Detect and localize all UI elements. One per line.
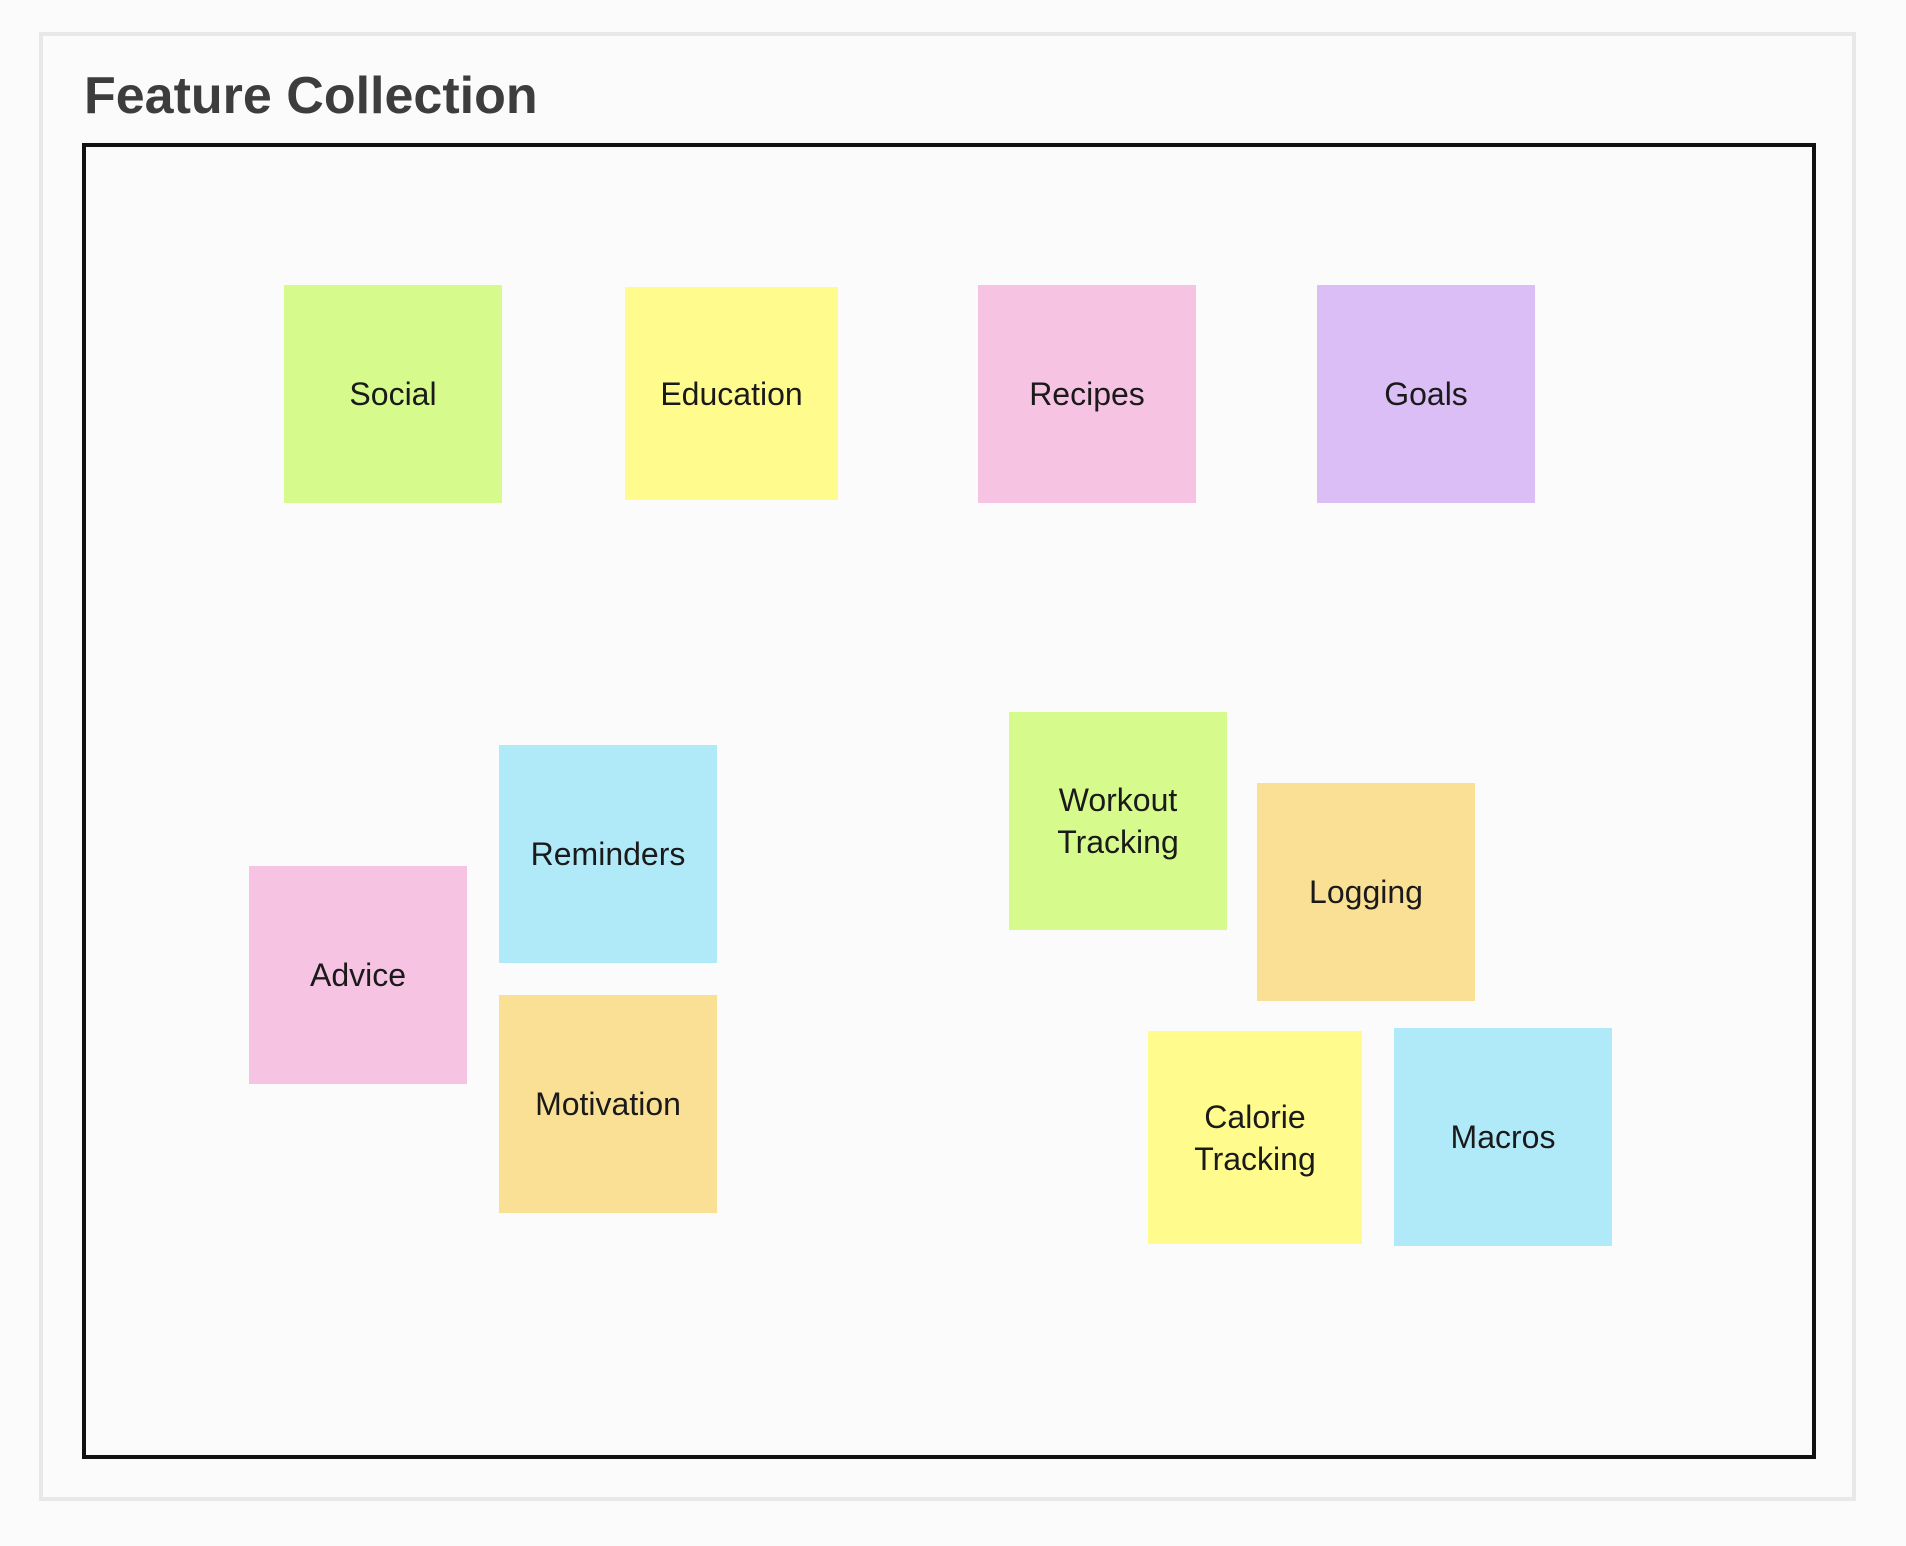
sticky-note-label: Workout Tracking [1057,782,1179,860]
sticky-note-logging[interactable]: Logging [1257,783,1475,1001]
sticky-note-label: Logging [1309,874,1423,910]
sticky-note-label: Recipes [1029,376,1145,412]
sticky-note-motivation[interactable]: Motivation [499,995,717,1213]
sticky-note-label: Macros [1450,1119,1556,1155]
sticky-note-label: Education [660,375,803,412]
sticky-note-reminders[interactable]: Reminders [499,745,717,963]
sticky-note-calorie-tracking[interactable]: Calorie Tracking [1148,1031,1362,1244]
sticky-note-social[interactable]: Social [284,285,502,503]
sticky-note-label: Social [349,376,437,412]
sticky-note-label: Advice [309,957,407,993]
sticky-note-goals[interactable]: Goals [1317,285,1535,503]
sticky-note-education[interactable]: Education [625,287,838,500]
sticky-note-label: Motivation [535,1086,681,1122]
board-title: Feature Collection [84,67,538,125]
sticky-note-label: Calorie Tracking [1194,1098,1316,1177]
sticky-note-macros[interactable]: Macros [1394,1028,1612,1246]
sticky-note-recipes[interactable]: Recipes [978,285,1196,503]
sticky-note-advice[interactable]: Advice [249,866,467,1084]
sticky-note-label: Reminders [530,836,686,872]
sticky-note-label: Goals [1384,376,1468,412]
sticky-note-workout-tracking[interactable]: Workout Tracking [1009,712,1227,930]
